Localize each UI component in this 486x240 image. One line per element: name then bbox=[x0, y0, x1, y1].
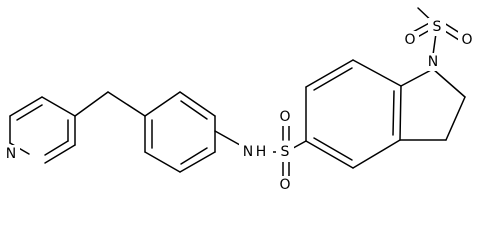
oxygen-top-right-label-bg bbox=[458, 31, 476, 49]
oxygen-bottom-top-label-bg bbox=[276, 108, 294, 126]
bond-ring-double-3 bbox=[313, 67, 353, 91]
bond-benzene-6 bbox=[179, 151, 216, 173]
bond-pyridine-5 bbox=[9, 96, 43, 117]
bond-ring-ch2 bbox=[107, 91, 146, 117]
oxygen-top-right-label: O bbox=[461, 32, 472, 48]
sulfur-bottom-label-bg bbox=[276, 142, 294, 162]
sulfur-top-label: S bbox=[433, 19, 442, 35]
bond-ch2-ch2 bbox=[445, 96, 466, 141]
bond-nh-ring bbox=[214, 130, 241, 146]
bond-ring-6 bbox=[352, 59, 402, 87]
bond-pyridine-double-1 bbox=[44, 140, 69, 156]
oxygen-bottom-bottom-label: O bbox=[279, 177, 290, 193]
bond-benzene-5 bbox=[144, 151, 181, 173]
bond-pyridine-2 bbox=[44, 144, 76, 164]
oxygen-top-left-label-bg bbox=[401, 31, 419, 49]
bond-pyridine-double-2 bbox=[16, 104, 43, 121]
amide-h-label: H bbox=[256, 144, 267, 160]
bond-n-ch2 bbox=[432, 68, 466, 98]
oxygen-bottom-top-label: O bbox=[279, 109, 290, 125]
oxygen-top-left-label: O bbox=[404, 32, 415, 48]
bond-ch2-pyridine bbox=[74, 91, 109, 117]
bond-benzene-double-1 bbox=[180, 100, 208, 120]
sulfur-top-label-bg bbox=[428, 18, 446, 36]
bond-ring-double-1 bbox=[392, 90, 395, 136]
bond-ring-double-2 bbox=[313, 137, 353, 161]
bond-pyridine-6 bbox=[41, 96, 76, 117]
ring-nitrogen-label-bg bbox=[424, 53, 442, 71]
bond-ring-2 bbox=[352, 139, 401, 169]
amide-n-label: N bbox=[243, 144, 253, 160]
atom-label-layer: S O O N S O O N H N bbox=[2, 18, 476, 194]
sulfur-bottom-label: S bbox=[281, 144, 290, 160]
bond-benzene-double-3 bbox=[180, 147, 208, 165]
amide-n-label-bg bbox=[239, 142, 273, 162]
pyridine-nitrogen-label: N bbox=[6, 146, 16, 162]
bond-ring-5 bbox=[305, 59, 354, 88]
oxygen-bottom-bottom-label-bg bbox=[276, 176, 294, 194]
bond-ring-3 bbox=[305, 140, 354, 169]
bond-layer bbox=[9, 7, 466, 179]
bond-n-ring bbox=[400, 68, 434, 87]
chemical-structure: S O O N S O O N H N bbox=[2, 7, 476, 194]
bond-ring-1 bbox=[399, 85, 402, 141]
bond-benzene-3 bbox=[144, 91, 181, 117]
bond-benzene-2 bbox=[179, 91, 216, 117]
pyridine-nitrogen-label-bg bbox=[2, 145, 20, 163]
ring-nitrogen-label: N bbox=[428, 54, 438, 70]
